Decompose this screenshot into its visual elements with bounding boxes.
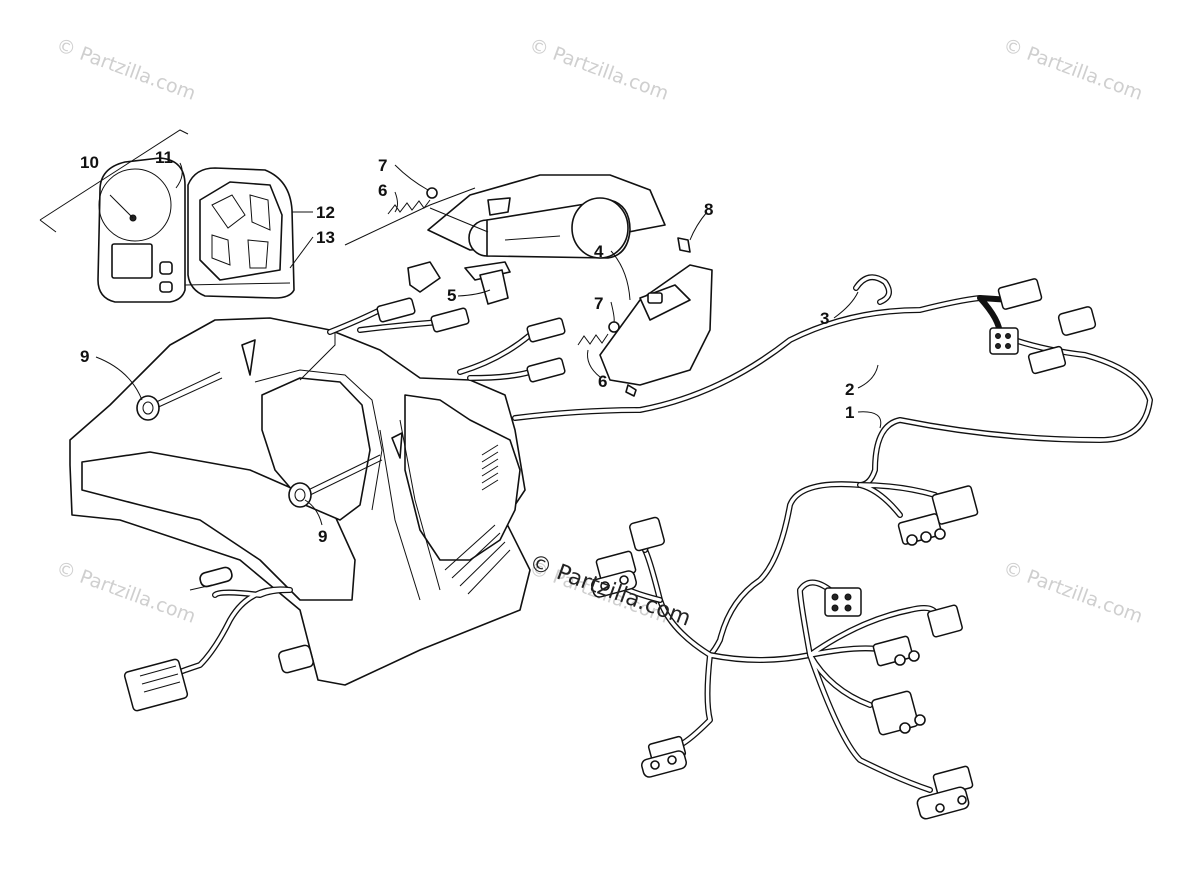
leader-13 xyxy=(289,236,314,269)
spring-lower xyxy=(577,321,620,346)
wiring-harness-main xyxy=(512,295,1153,793)
leader-lines xyxy=(95,164,882,526)
retaining-ring xyxy=(853,274,892,305)
callout-13: 13 xyxy=(316,228,335,247)
headlight-housing xyxy=(344,174,666,305)
leader-11 xyxy=(175,162,183,189)
gauge-bezel xyxy=(184,167,295,299)
spring-upper xyxy=(387,187,438,215)
vent-grille-lower xyxy=(444,524,511,595)
watermark-top-center: © Partzilla.com xyxy=(526,34,671,105)
callout-10: 10 xyxy=(80,153,99,172)
watermark-mid-right: © Partzilla.com xyxy=(1000,557,1145,628)
callout-5: 5 xyxy=(447,286,456,305)
bracket-10 xyxy=(39,129,189,233)
callout-6-upper: 6 xyxy=(378,181,387,200)
callout-8: 8 xyxy=(704,200,713,219)
screw-upper xyxy=(136,371,223,421)
callout-6-lower: 6 xyxy=(598,372,607,391)
callout-2: 2 xyxy=(845,380,854,399)
screw-lower xyxy=(288,454,383,508)
callout-4: 4 xyxy=(594,242,604,261)
callout-1: 1 xyxy=(845,403,854,422)
callout-12: 12 xyxy=(316,203,335,222)
mount-tab xyxy=(391,432,403,459)
callout-7-upper: 7 xyxy=(378,156,387,175)
callout-11: 11 xyxy=(155,148,173,167)
watermark-top-right: © Partzilla.com xyxy=(1000,34,1145,105)
headlight-harness xyxy=(327,297,566,383)
vent-grille-upper xyxy=(481,444,499,491)
harness-connectors xyxy=(591,278,1097,820)
callout-9-upper: 9 xyxy=(80,347,89,366)
side-lens-housing xyxy=(599,237,713,397)
watermark-mid-left: © Partzilla.com xyxy=(53,557,198,628)
watermark-top-left: © Partzilla.com xyxy=(53,34,198,105)
callout-labels: 1 2 3 4 5 6 6 7 7 8 9 9 10 11 12 13 xyxy=(80,148,854,546)
callout-3: 3 xyxy=(820,309,829,328)
callout-9-lower: 9 xyxy=(318,527,327,546)
callout-7-lower: 7 xyxy=(594,294,603,313)
lower-left-harness xyxy=(123,566,314,712)
speedometer-gauge xyxy=(97,157,186,303)
mount-tab xyxy=(241,339,256,376)
